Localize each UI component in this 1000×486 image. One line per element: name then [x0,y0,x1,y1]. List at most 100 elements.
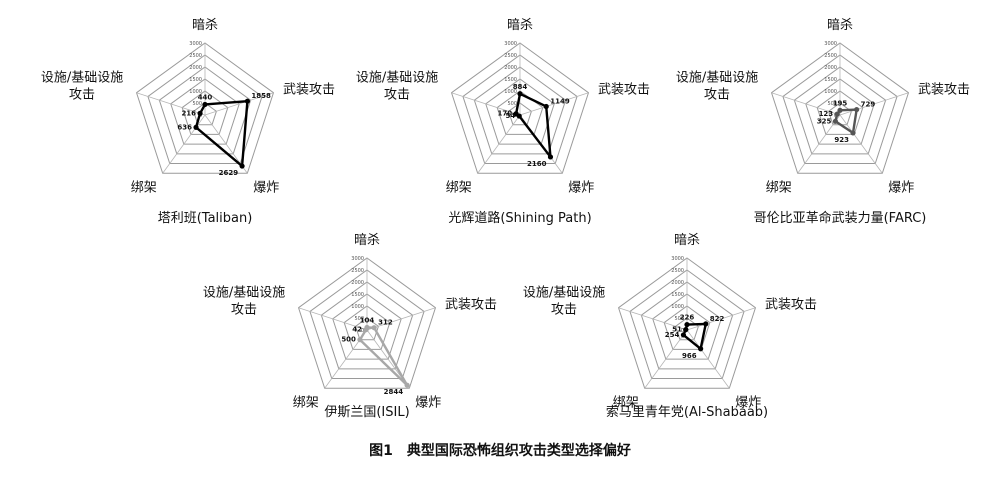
axis-label: 暗杀 [674,233,700,248]
data-label: 195 [833,99,848,107]
radar-chart-3: 050010001500200025003000暗杀武装攻击爆炸绑架设施/基础设… [676,18,970,226]
grid-ring [507,102,533,126]
grid-ring [485,78,555,145]
axis-label: 绑架 [446,180,472,195]
data-point [832,118,839,124]
tick-label: 3000 [351,256,364,262]
data-label: 923 [834,136,849,144]
tick-label: 500 [674,316,684,322]
data-label: 312 [378,319,393,327]
axis-label: 爆炸 [735,395,761,410]
axis-label: 暗杀 [507,18,533,33]
tick-label: 1000 [504,89,517,95]
axis-label: 设施/基础设施攻击 [676,71,758,103]
radar-chart-2: 050010001500200025003000暗杀武装攻击爆炸绑架设施/基础设… [356,18,650,226]
axis-label: 武装攻击 [918,83,970,98]
data-label: 226 [680,314,695,322]
data-label: 54 [505,112,515,120]
data-label: 440 [198,93,213,101]
grid-ring [805,78,875,145]
grid-ring [192,102,218,126]
grid-ring [496,90,544,135]
tick-label: 1500 [351,292,364,298]
chart-title: 哥伦比亚革命武装力量(FARC) [754,210,927,226]
grid-ring [617,257,757,389]
axis-label: 绑架 [613,395,639,410]
data-point [513,111,519,117]
data-label: 123 [819,110,834,118]
data-point [834,111,840,117]
data-point [239,163,245,169]
grid-ring [297,257,437,389]
chart-title: 伊斯兰国(ISIL) [324,405,409,420]
data-point [850,130,856,136]
tick-label: 500 [507,101,517,107]
grid-ring [135,42,275,174]
tick-label: 2500 [351,268,364,274]
tick-label: 1500 [671,292,684,298]
grid-spoke [451,92,521,116]
grid-spoke [686,307,756,331]
tick-label: 1000 [189,89,202,95]
data-point [363,327,369,333]
grid-spoke [366,307,436,331]
grid-ring [354,317,380,341]
data-label: 822 [710,315,725,323]
tick-label: 1000 [824,89,837,95]
data-label: 216 [181,109,196,117]
grid-spoke [204,92,274,116]
data-point [371,325,377,331]
tick-label: 0 [361,328,364,334]
axis-label: 设施/基础设施攻击 [356,71,438,103]
data-point [202,101,208,108]
tick-label: 2500 [189,53,202,59]
grid-ring [320,281,414,370]
axis-label: 设施/基础设施攻击 [203,286,285,318]
data-label: 2844 [384,388,404,396]
grid-ring [473,66,567,155]
data-label: 1149 [550,97,570,105]
grid-spoke [618,307,688,331]
tick-label: 1500 [504,77,517,83]
grid-ring [816,90,864,135]
data-point [517,91,523,97]
axis-label: 设施/基础设施攻击 [41,71,123,103]
tick-label: 3000 [824,41,837,47]
grid-spoke [298,307,368,331]
axis-label: 武装攻击 [765,298,817,313]
tick-label: 2000 [824,65,837,71]
grid-spoke [797,114,841,174]
axis-label: 暗杀 [192,18,218,33]
data-point [357,337,363,343]
data-point [703,321,709,327]
axis-label: 爆炸 [253,180,279,195]
axis-label: 绑架 [766,180,792,195]
grid-ring [309,269,425,380]
data-label: 636 [177,123,192,131]
chart-title: 光辉道路(Shining Path) [448,210,591,226]
tick-label: 3000 [189,41,202,47]
data-label: 500 [341,336,356,344]
data-point [837,107,843,113]
grid-ring [652,293,722,360]
data-point [193,124,199,130]
grid-ring [147,54,263,165]
axis-label: 暗杀 [827,18,853,33]
data-label: 170 [497,110,512,118]
tick-label: 1500 [189,77,202,83]
grid-ring [629,269,745,380]
axis-label: 武装攻击 [283,83,335,98]
data-label: 254 [665,331,680,339]
data-label: 1858 [251,92,271,100]
grid-ring [793,66,887,155]
data-point [404,382,410,388]
grid-ring [343,305,391,350]
data-label: 729 [861,101,876,109]
grid-ring [158,66,252,155]
data-label: 51 [672,326,682,334]
tick-label: 3000 [671,256,684,262]
tick-label: 3000 [504,41,517,47]
data-label: 884 [513,83,528,91]
data-point [854,106,860,113]
